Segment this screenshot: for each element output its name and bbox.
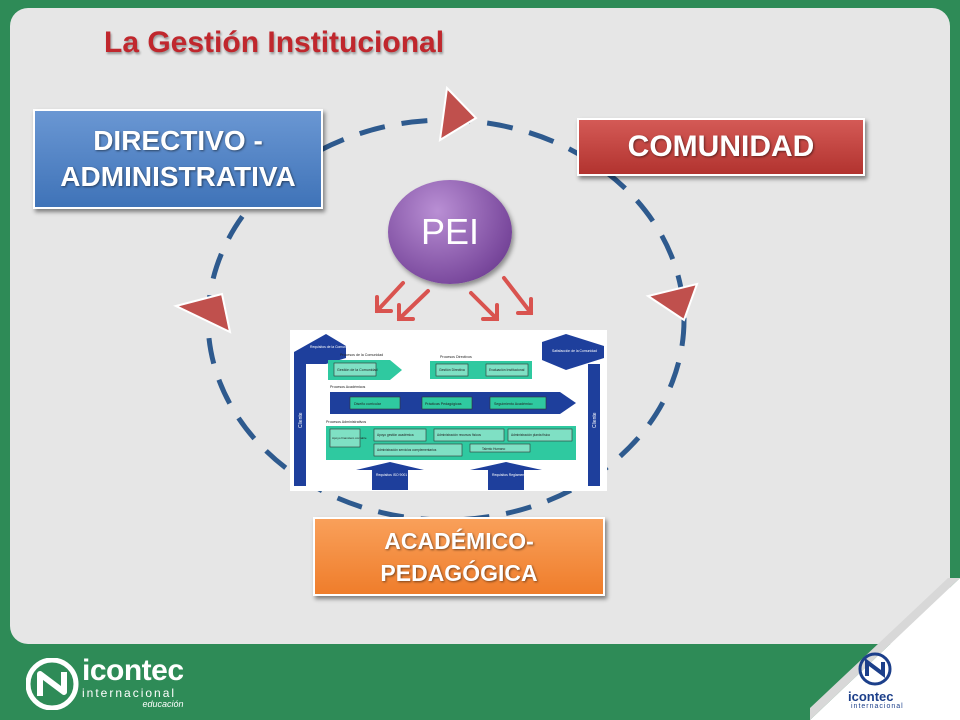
map-band3-label: Procesos Administrativos [326,420,366,424]
academico-pedagogica-box: ACADÉMICO- PEDAGÓGICA [313,517,605,596]
map-text-practicas: Prácticas Pedagógicas [425,402,462,406]
logo-left-sub: internacional [82,686,177,700]
map-side-right [588,364,600,486]
comunidad-box: COMUNIDAD [577,118,865,176]
map-arrow-top-left [294,334,346,364]
logo-left-word: icontec [82,654,184,687]
map-side-left-label: Cliente [298,412,304,428]
map-text-admin-recursos: Administración recursos físicos [437,433,481,437]
map-side-left [294,364,306,486]
map-box-admin-planta [507,428,573,442]
map-text-apoyo-gestion: Apoyo gestión académica [377,433,414,437]
pei-label: PEI [420,211,480,252]
map-text-gestion-comunidad: Gestión de la Comunidad [337,368,378,372]
academico-line1: ACADÉMICO- [384,527,534,554]
pei-arrows [375,276,533,321]
map-text-diseno: Diseño curricular [354,402,382,406]
map-box-apoyo-gestion [373,428,427,442]
academico-line2: PEDAGÓGICA [380,559,538,586]
comunidad-label: COMUNIDAD [627,130,815,163]
map-label-top-left: Requisitos de la Comunidad [310,345,353,349]
map-arrow-bottom-right [470,462,542,490]
map-box-admin-servicios [373,443,463,457]
map-box-practicas [421,396,473,410]
map-text-gestion-directiva: Gestión Directiva [439,368,465,372]
process-map: Requisitos de la Comunidad Satisfacción … [290,330,607,491]
map-box-gestion-comunidad [333,362,377,377]
map-box-gestion-directiva [435,363,469,377]
map-text-evaluacion: Evaluación Institucional [489,368,525,372]
map-band1-mid-label: Procesos Directivos [440,355,472,359]
map-band1-left-label: Procesos de la Comunidad [340,353,383,357]
map-box-admin-recursos [433,428,505,442]
map-label-bottom-right: Requisitos Reglamentarios [492,473,533,477]
pei-arrow-2 [397,289,430,321]
cycle-arrowhead-left [173,292,232,334]
icontec-logo-left-text: icontec internacional educación [82,655,184,710]
map-box-talento [469,443,531,453]
corner-page-curl [810,578,960,720]
map-box-evaluacion [485,363,529,377]
pei-arrow-1 [375,281,405,313]
slide-title: La Gestión Institucional [104,26,445,59]
icontec-logo-right-mark [858,652,892,686]
logo-right-sub: internacional [851,703,904,710]
map-side-right-label: Cliente [592,412,598,428]
icontec-logo-left-mark [26,658,79,710]
map-box-seguimiento [489,396,547,410]
map-label-top-right: Satisfacción de la Comunidad [552,349,597,353]
map-text-admin-planta: Administración planta física [511,433,550,437]
map-text-talento: Talento Humano [482,447,505,451]
pei-arrow-4 [502,276,533,315]
directivo-line2: ADMINISTRATIVA [60,161,296,192]
map-label-bottom-left: Requisitos ISO 9001 [376,473,407,477]
cycle-arrowhead-right [645,282,699,322]
cycle-arrowhead-top [438,85,478,142]
directivo-administrativa-box: DIRECTIVO - ADMINISTRATIVA [33,109,323,209]
map-text-seguimiento: Seguimiento Académico [494,402,533,406]
map-text-apoyo-financiero: Apoyo financiero contable [332,436,367,440]
directivo-line1: DIRECTIVO - [93,125,263,156]
map-band2-label: Procesos Académicos [330,385,366,389]
map-arrow-bottom-left [356,462,424,490]
map-text-admin-servicios: Administración servicios complementarios [377,448,437,452]
map-arrow-top-right [542,334,604,370]
pei-circle: PEI [388,180,512,284]
map-box-apoyo-financiero [329,428,361,448]
pei-arrow-3 [469,291,499,321]
logo-left-sub2: educación [142,699,184,709]
logo-right-word: icontec [848,689,894,704]
map-box-diseno [349,396,401,410]
